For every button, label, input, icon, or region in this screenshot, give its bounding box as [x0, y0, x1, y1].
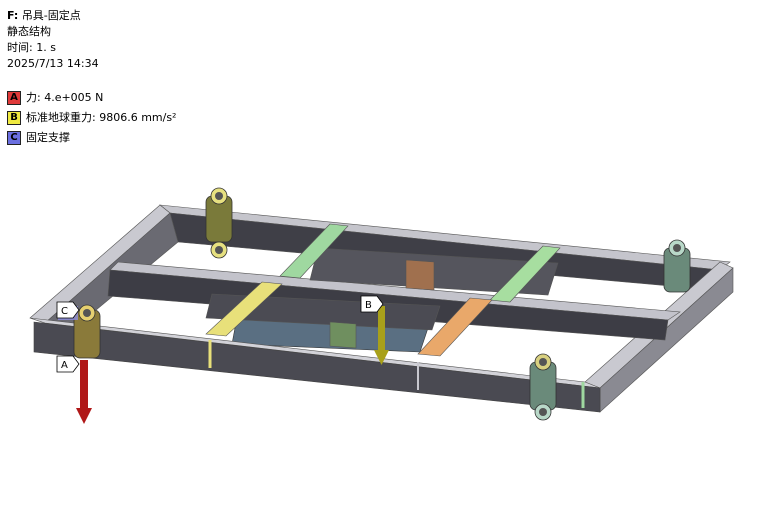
title-text: 吊具-固定点 [21, 9, 81, 22]
callout-b-text: B [365, 300, 372, 311]
support-green-block [329, 321, 357, 349]
lug-back-right [663, 239, 691, 293]
gravity-arrow-b[interactable] [374, 306, 389, 365]
support-yellow [205, 281, 283, 337]
legend-label-a: 力: 4.e+005 N [26, 91, 104, 104]
legend-item-b[interactable]: B 标准地球重力: 9806.6 mm/s² [7, 108, 176, 128]
legend-item-c[interactable]: C 固定支撑 [7, 128, 176, 148]
legend-label-c: 固定支撑 [26, 131, 70, 144]
lug-front-right [529, 353, 557, 421]
title-prefix: F: [7, 9, 19, 22]
support-orange-block [405, 259, 435, 291]
front-beam-side [33, 321, 601, 413]
force-arrow-a[interactable] [76, 360, 92, 424]
legend-swatch-a: A [7, 91, 21, 105]
analysis-time: 时间: 1. s [7, 41, 56, 54]
analysis-info: F: 吊具-固定点 静态结构 时间: 1. s 2025/7/13 14:34 [7, 8, 99, 72]
callout-a-text: A [61, 360, 68, 371]
legend-swatch-c: C [7, 131, 21, 145]
support-orange [417, 297, 493, 357]
lug-back-left [205, 187, 233, 259]
boundary-legend: A 力: 4.e+005 N B 标准地球重力: 9806.6 mm/s² C … [7, 88, 176, 148]
support-green-2 [489, 245, 561, 303]
legend-item-a[interactable]: A 力: 4.e+005 N [7, 88, 176, 108]
lug-front-left [73, 304, 101, 359]
legend-label-b: 标准地球重力: 9806.6 mm/s² [26, 111, 177, 124]
analysis-type: 静态结构 [7, 25, 51, 38]
analysis-title: F: 吊具-固定点 [7, 8, 99, 24]
support-green-1 [279, 223, 349, 279]
legend-swatch-b: B [7, 111, 21, 125]
callout-c-text: C [61, 306, 68, 317]
callout-a[interactable]: A [56, 355, 80, 373]
callout-c[interactable]: C [56, 301, 80, 319]
analysis-date: 2025/7/13 14:34 [7, 57, 99, 70]
callout-b[interactable]: B [360, 295, 384, 313]
